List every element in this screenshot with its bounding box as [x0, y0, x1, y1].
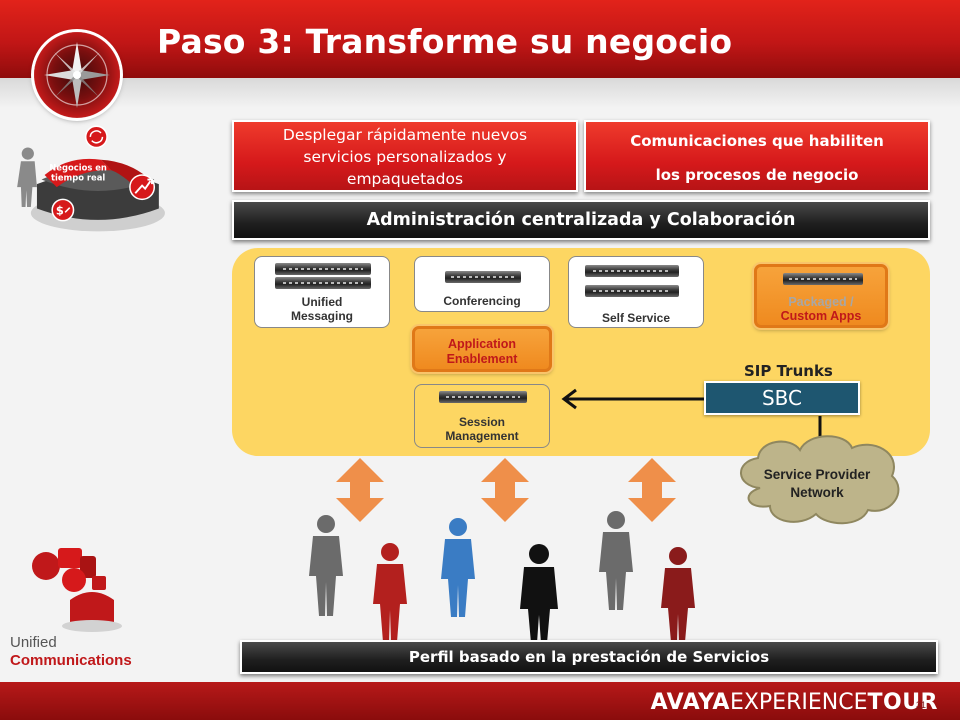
admin-collab-bar: Administración centralizada y Colaboraci…: [232, 200, 930, 240]
server-label: Custom Apps: [780, 309, 862, 323]
person-icon: [441, 518, 475, 617]
person-icon: [309, 515, 343, 616]
sip-trunks-label: SIP Trunks: [744, 362, 833, 380]
brand-avaya: AVAYA: [650, 690, 730, 715]
growth-arrow-icon: [129, 174, 156, 201]
process-line-1: Comunicaciones que habiliten: [630, 132, 884, 150]
footer-band: [0, 682, 960, 720]
brand-tour: TOUR: [867, 690, 938, 715]
uc-line-1: Unified: [10, 634, 57, 651]
application-enablement: Application Enablement: [412, 326, 552, 372]
server-label: Conferencing: [443, 294, 521, 308]
deploy-line-2: servicios personalizados y: [303, 148, 507, 166]
server-label: Messaging: [290, 309, 353, 323]
disc-label-2: tiempo real: [51, 172, 105, 182]
business-process-box: Comunicaciones que habiliten los proceso…: [584, 120, 930, 192]
page-title: Paso 3: Transforme su negocio: [157, 22, 733, 61]
deploy-line-1: Desplegar rápidamente nuevos: [282, 126, 528, 144]
compass-icon: [34, 32, 120, 118]
deploy-services-box: Desplegar rápidamente nuevos servicios p…: [232, 120, 578, 192]
double-arrow-icon: [481, 458, 529, 522]
conferencing-server: Conferencing: [414, 256, 550, 312]
disc-label-1: Negocios en: [49, 162, 107, 172]
brand-experience: EXPERIENCE: [729, 690, 868, 715]
cloud-line-2: Network: [790, 485, 844, 500]
header-shade: [0, 78, 960, 108]
session-management-server: Session Management: [414, 384, 550, 448]
businessman-icon: [17, 147, 37, 207]
double-arrow-icon: [336, 458, 384, 522]
service-provider-network-label: Service Provider Network: [742, 466, 892, 502]
person-icon: [373, 543, 407, 642]
server-rack-icon: [439, 391, 527, 403]
cloud-line-1: Service Provider: [763, 467, 871, 482]
server-rack-icon: [783, 273, 863, 285]
self-service-server: Self Service: [568, 256, 704, 328]
real-time-business-disc: Negocios en tiempo real $: [17, 125, 165, 232]
server-label: Self Service: [601, 311, 671, 325]
avaya-experience-tour-logo: AVAYAEXPERIENCETOUR: [651, 690, 938, 715]
person-icon: [661, 547, 695, 642]
dollar-icon: $: [51, 198, 75, 222]
page-number: 31: [915, 700, 926, 710]
process-line-2: los procesos de negocio: [655, 166, 859, 184]
unified-communications-icon: [32, 548, 122, 632]
server-rack-icon: [445, 271, 521, 283]
header-band: [0, 0, 960, 78]
server-label: Packaged /: [788, 295, 854, 309]
server-rack-icon: [275, 263, 371, 275]
dollar-text: $: [56, 204, 64, 218]
unified-messaging-server: Unified Messaging: [254, 256, 390, 328]
app-enablement-line-2: Enablement: [446, 352, 518, 366]
server-label: Unified: [301, 295, 343, 309]
person-icon: [520, 544, 558, 643]
server-label: Management: [445, 429, 519, 443]
server-rack-icon: [275, 277, 371, 289]
refresh-icon: [84, 125, 108, 149]
double-arrow-icon: [628, 458, 676, 522]
app-enablement-line-1: Application: [447, 337, 517, 351]
person-icon: [599, 511, 633, 610]
server-rack-icon: [585, 285, 679, 297]
service-profile-bar: Perfil basado en la prestación de Servic…: [240, 640, 938, 674]
deploy-line-3: empaquetados: [346, 170, 464, 188]
server-rack-icon: [585, 265, 679, 277]
unified-communications-label: Unified Communications: [10, 634, 132, 670]
server-label: Session: [458, 415, 506, 429]
uc-line-2: Communications: [10, 652, 132, 669]
packaged-custom-apps: Packaged / Custom Apps: [754, 264, 888, 328]
sbc-box: SBC: [704, 381, 860, 415]
